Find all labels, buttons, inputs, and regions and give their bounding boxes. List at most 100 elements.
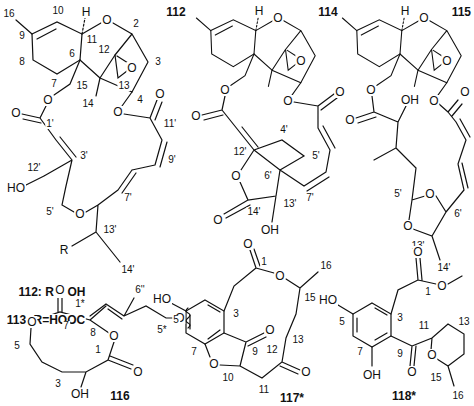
atom-label: H	[400, 5, 411, 17]
atom-number: 7'	[123, 193, 132, 203]
atom-number: 1	[260, 257, 268, 267]
atom-number: 2	[132, 19, 140, 29]
atom-label: O	[26, 316, 37, 328]
atom-label: HO	[6, 182, 26, 194]
atom-number: 16	[319, 261, 332, 271]
atom-label: OH	[362, 369, 382, 381]
atom-number: 7	[62, 321, 70, 331]
atom-number: 13	[291, 335, 304, 345]
atom-number: 13'	[102, 225, 117, 235]
atom-number: 11	[418, 321, 430, 331]
atom-label: O	[418, 12, 429, 24]
structure-116	[30, 296, 133, 387]
atom-number: 6	[68, 49, 76, 59]
atom-number: 7	[50, 79, 58, 89]
atom-number: 12'	[26, 163, 41, 173]
compound-label: 117*	[279, 392, 305, 404]
atom-number: 5	[13, 341, 21, 351]
atom-number: 7	[356, 347, 364, 357]
atom-number: 8	[18, 57, 26, 67]
atom-number: 16	[451, 391, 464, 401]
atom-label: O	[230, 170, 241, 182]
core-114	[196, 16, 315, 95]
atom-number: 1	[94, 345, 102, 355]
atom-label: OH	[260, 224, 280, 236]
chain-114	[202, 94, 337, 222]
atom-label: O	[154, 88, 165, 100]
atom-label: HO	[318, 294, 338, 306]
atom-number: 12	[265, 345, 278, 355]
compound-label: 118*	[391, 390, 417, 402]
atom-label: O	[295, 55, 306, 67]
core-115	[342, 16, 461, 95]
atom-number: 5'	[45, 207, 54, 217]
compound-label: 116	[109, 390, 130, 402]
atom-label: OH	[70, 388, 90, 400]
atom-number: 4'	[279, 125, 288, 135]
atom-number: 6'	[263, 171, 272, 181]
atom-number: 9'	[167, 155, 176, 165]
atom-label: O	[282, 95, 293, 107]
atom-label: O	[242, 238, 253, 250]
compound-label: 115	[451, 6, 472, 18]
atom-label: O	[334, 86, 345, 98]
compound-label: 113: R=HOOC	[6, 314, 86, 326]
atom-label: O	[74, 208, 85, 220]
atom-label: O	[412, 246, 423, 258]
atom-label: O	[42, 94, 53, 106]
atom-number: 3'	[79, 151, 88, 161]
atom-label: O	[441, 55, 452, 67]
atom-label: O	[344, 114, 355, 126]
atom-number: 10	[221, 373, 234, 383]
atom-label: O	[208, 358, 219, 370]
atom-label: O	[426, 349, 437, 361]
atom-number: 6''	[134, 285, 145, 295]
atom-number: 3	[232, 309, 240, 319]
atom-number: 14	[81, 99, 94, 109]
atom-number: 8	[89, 328, 97, 338]
atom-label: O	[402, 220, 413, 232]
atom-label: O	[10, 107, 21, 119]
atom-number: 9	[396, 349, 404, 359]
atom-number: 10	[51, 6, 64, 16]
atom-label: O	[108, 330, 119, 342]
atom-number: 5'	[393, 189, 402, 199]
atom-number: 11'	[163, 119, 177, 129]
atom-number: 13	[457, 317, 470, 327]
atom-label: O	[406, 366, 417, 378]
chain-115	[356, 96, 470, 260]
atom-number: 15	[429, 373, 442, 383]
atom-number: 9	[251, 347, 259, 357]
atom-label: O	[219, 84, 230, 96]
atom-label: O	[428, 95, 439, 107]
atom-label: O	[365, 84, 376, 96]
atom-label: H	[81, 6, 92, 18]
atom-number: 12'	[232, 147, 247, 157]
atom-label: O	[112, 106, 123, 118]
structure-117	[171, 249, 318, 378]
atom-number: 7	[190, 347, 198, 357]
atom-label: O	[424, 188, 435, 200]
atom-number: 1	[424, 287, 432, 297]
atom-number: 16	[2, 9, 15, 19]
atom-number: 5*	[156, 325, 167, 335]
atom-number: 14'	[436, 263, 451, 273]
atom-number: 6'	[453, 209, 462, 219]
atom-number: 13	[117, 81, 130, 91]
atom-label: OH	[400, 94, 420, 106]
atom-number: 12	[97, 45, 110, 55]
compound-label: 114	[317, 6, 338, 18]
atom-number: 3	[54, 379, 62, 389]
atom-number: 14'	[120, 265, 135, 275]
atom-number: 5'	[311, 151, 320, 161]
atom-number: 13'	[282, 199, 297, 209]
compound-label: 112: R = OH	[17, 286, 86, 298]
atom-number: 4	[136, 95, 144, 105]
atom-number: 3	[396, 313, 404, 323]
atom-number: 15	[303, 293, 316, 303]
core-112	[16, 18, 148, 106]
atom-label: O	[264, 324, 275, 336]
chain-112	[22, 100, 167, 262]
